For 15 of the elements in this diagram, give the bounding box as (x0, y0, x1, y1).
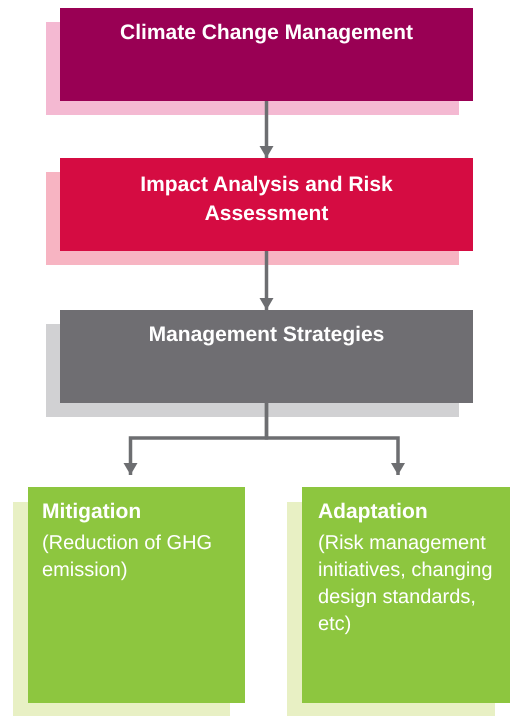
description-text: (Risk management initiatives, changing design standards, etc) (318, 531, 494, 637)
heading-text: Impact Analysis and Risk Assessment (139, 172, 394, 227)
heading-text: Adaptation (318, 499, 429, 525)
arrow (260, 101, 274, 158)
process-box (60, 8, 473, 101)
heading-text: Climate Change Management (119, 20, 414, 46)
process-box (28, 487, 245, 703)
process-box (60, 158, 473, 251)
process-box (60, 310, 473, 403)
heading-text: Management Strategies (148, 322, 386, 348)
arrow (264, 403, 405, 475)
heading-text: Mitigation (42, 499, 142, 525)
process-box (302, 487, 510, 703)
description-text: (Reduction of GHG emission) (42, 531, 214, 583)
arrow (260, 251, 274, 310)
